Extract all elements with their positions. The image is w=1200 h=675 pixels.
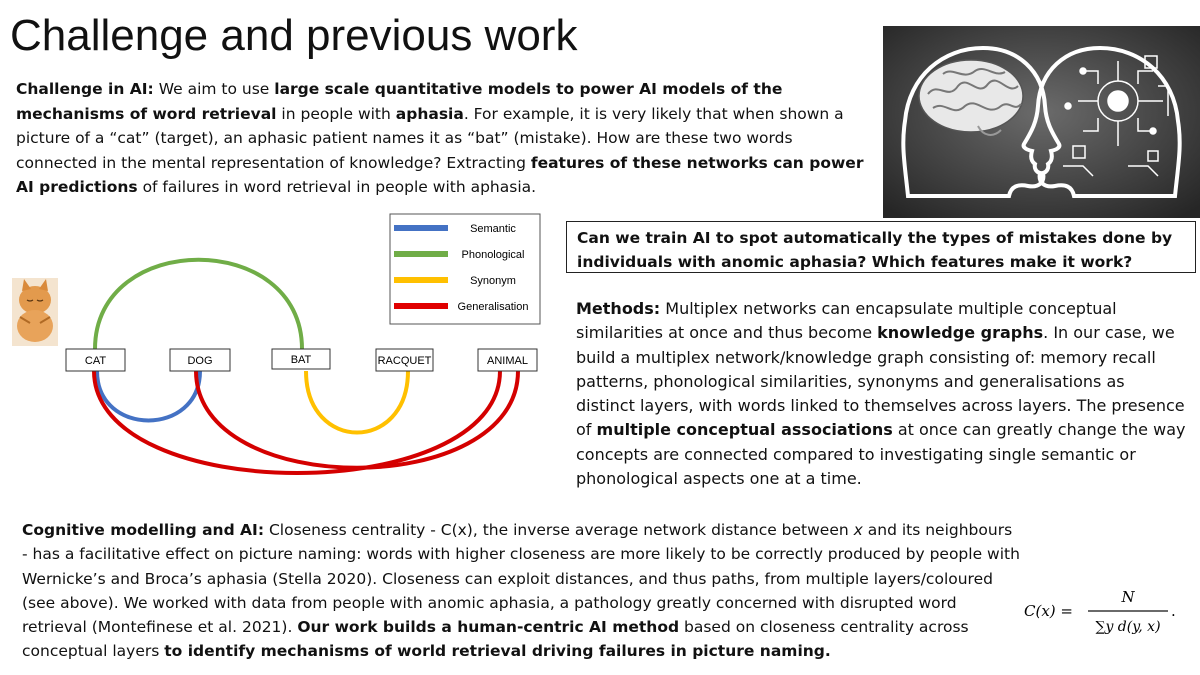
brain-circuit-illustration: [883, 26, 1200, 218]
kitten-image: [12, 278, 58, 346]
diagram-legend: SemanticPhonologicalSynonymGeneralisatio…: [389, 213, 541, 325]
text-run: multiple conceptual associations: [596, 420, 893, 440]
text-run: large scale quantitative models to power…: [16, 80, 783, 123]
text-run: We aim to use: [153, 80, 275, 98]
methods-paragraph: Methods: Multiplex networks can encapsul…: [576, 297, 1186, 491]
text-run: Closeness centrality - C(x), the inverse…: [264, 521, 854, 539]
text-run: in people with: [276, 104, 396, 123]
text-run: Our work builds a human-centric AI metho…: [297, 618, 680, 637]
svg-text:∑y d(y, x): ∑y d(y, x): [1095, 619, 1160, 635]
svg-text:DOG: DOG: [187, 355, 212, 367]
text-run: to identify mechanisms of world retrieva…: [164, 642, 831, 661]
text-run: features of these networks can power AI …: [16, 153, 864, 197]
brain-icon: [918, 59, 1024, 136]
text-run: Methods:: [576, 299, 661, 318]
text-run: Multiplex networks can encapsulate multi…: [576, 299, 1117, 343]
research-question-box: Can we train AI to spot automatically th…: [566, 221, 1196, 273]
node-bat: BAT: [271, 348, 331, 370]
slide-title: Challenge and previous work: [10, 11, 578, 60]
node-animal: ANIMAL: [477, 348, 538, 372]
svg-text:RACQUET: RACQUET: [378, 355, 432, 367]
intro-paragraph: Challenge in AI: We aim to use large sca…: [16, 77, 876, 200]
svg-text:BAT: BAT: [291, 354, 312, 366]
node-racquet: RACQUET: [375, 348, 434, 372]
text-run: knowledge graphs: [877, 323, 1044, 343]
text-run: at once can greatly change the way conce…: [576, 420, 1186, 489]
legend-label: Synonym: [470, 275, 516, 287]
text-run: and its neighbours - has a facilitative …: [22, 521, 1020, 637]
cognitive-modelling-paragraph: Cognitive modelling and AI: Closeness ce…: [22, 518, 1022, 664]
node-dog: DOG: [169, 348, 231, 372]
legend-label: Generalisation: [458, 301, 529, 313]
svg-text:ANIMAL: ANIMAL: [487, 355, 528, 367]
svg-text:CAT: CAT: [85, 355, 106, 367]
text-run: Challenge in AI:: [16, 80, 154, 98]
text-run: aphasia: [395, 104, 464, 123]
generalisation-edge-cat-animal: [92, 370, 502, 475]
legend-label: Semantic: [470, 223, 516, 235]
text-run: . In our case, we build a multiplex netw…: [576, 323, 1185, 440]
svg-text:C(x) =: C(x) =: [1024, 602, 1073, 620]
circuit-icon: [1063, 55, 1169, 177]
legend-label: Phonological: [462, 249, 525, 261]
node-cat: CAT: [65, 348, 126, 372]
text-run: . For example, it is very likely that wh…: [16, 104, 844, 172]
text-run: Cognitive modelling and AI:: [22, 521, 265, 539]
generalisation-edge-dog-animal: [194, 370, 520, 470]
text-run: of failures in word retrieval in people …: [137, 178, 537, 196]
semantic-edge-cat-dog: [95, 370, 202, 423]
synonym-edge-bat-racquet: [304, 370, 410, 435]
svg-text:N: N: [1120, 588, 1135, 606]
text-run: based on closeness centrality across con…: [22, 618, 969, 661]
text-run: x: [853, 521, 863, 539]
svg-text:.: .: [1171, 602, 1176, 620]
closeness-centrality-formula: C(x) = N ∑y d(y, x) .: [1022, 585, 1182, 641]
phonological-edge-cat-bat: [93, 257, 304, 350]
